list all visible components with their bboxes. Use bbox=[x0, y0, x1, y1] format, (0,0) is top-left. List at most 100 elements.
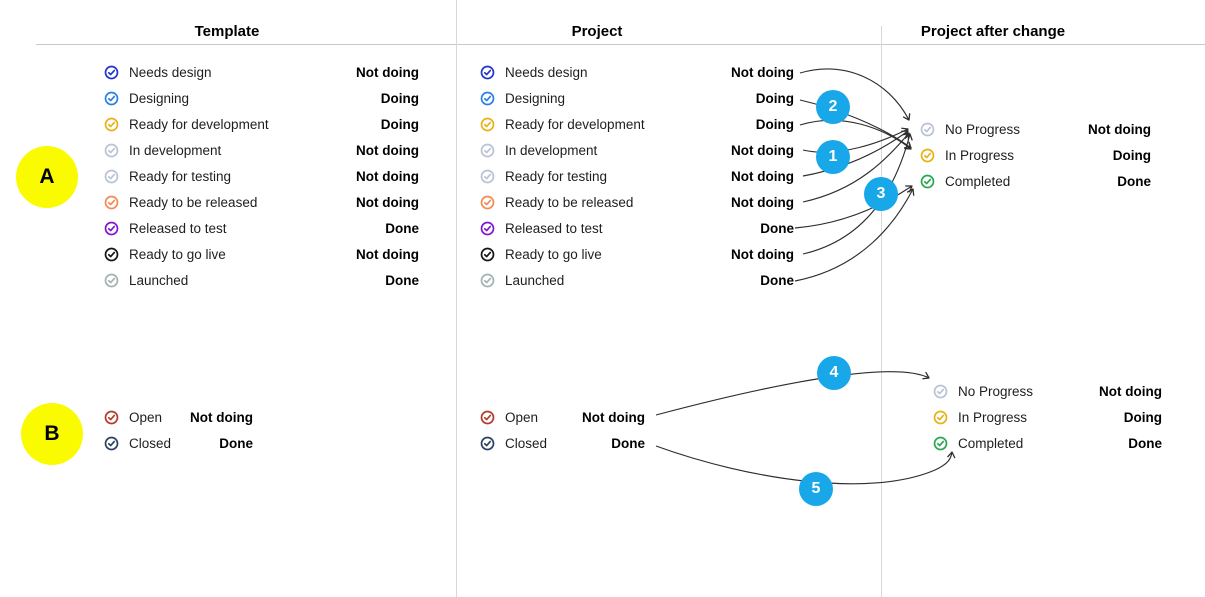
status-category: Doing bbox=[380, 116, 419, 132]
status-row: Ready for development Doing bbox=[480, 111, 794, 137]
status-category: Done bbox=[1128, 435, 1162, 451]
status-category: Not doing bbox=[582, 409, 645, 425]
status-category: Done bbox=[1117, 173, 1151, 189]
status-label: Ready for testing bbox=[129, 168, 232, 184]
status-check-icon bbox=[104, 221, 119, 235]
column-header-project-after-change: Project after change bbox=[920, 23, 1066, 40]
status-check-icon bbox=[480, 410, 495, 424]
status-category: Done bbox=[219, 435, 253, 451]
status-category: Not doing bbox=[1099, 383, 1162, 399]
status-row: Needs design Not doing bbox=[104, 59, 419, 85]
mapping-arrow bbox=[799, 119, 912, 150]
status-label: Completed bbox=[958, 435, 1024, 451]
status-row: Ready to go live Not doing bbox=[104, 241, 419, 267]
status-category: Doing bbox=[380, 90, 419, 106]
status-label: Closed bbox=[129, 435, 172, 451]
status-check-icon bbox=[480, 143, 495, 157]
status-check-icon bbox=[480, 273, 495, 287]
status-label: Ready for development bbox=[129, 116, 269, 132]
status-label: Needs design bbox=[129, 64, 212, 80]
status-label: In development bbox=[129, 142, 222, 158]
status-category: Done bbox=[760, 272, 794, 288]
status-label: Needs design bbox=[505, 64, 588, 80]
status-check-icon bbox=[104, 436, 119, 450]
status-label: Open bbox=[505, 409, 539, 425]
mapping-arrow bbox=[655, 371, 930, 416]
status-row: In development Not doing bbox=[104, 137, 419, 163]
section-marker-b: B bbox=[21, 403, 83, 465]
status-row: Open Not doing bbox=[480, 404, 645, 430]
status-label: Ready to go live bbox=[505, 246, 602, 262]
column-divider bbox=[456, 0, 457, 597]
status-check-icon bbox=[104, 143, 119, 157]
status-category: Not doing bbox=[356, 168, 419, 184]
status-row: Launched Done bbox=[480, 267, 794, 293]
status-category: Doing bbox=[755, 90, 794, 106]
status-check-icon bbox=[104, 169, 119, 183]
section-marker-label: B bbox=[44, 422, 60, 445]
status-category: Done bbox=[611, 435, 645, 451]
status-label: Launched bbox=[505, 272, 565, 288]
column-header-project: Project bbox=[571, 23, 623, 40]
status-check-icon bbox=[920, 122, 935, 136]
status-row: Ready to be released Not doing bbox=[104, 189, 419, 215]
header-underline bbox=[36, 44, 1205, 45]
status-row: Closed Done bbox=[104, 430, 253, 456]
status-label: Ready for development bbox=[505, 116, 645, 132]
status-label: Designing bbox=[505, 90, 566, 106]
step-badge: 2 bbox=[816, 90, 850, 124]
status-label: Ready to go live bbox=[129, 246, 226, 262]
status-category: Not doing bbox=[731, 194, 794, 210]
status-row: No Progress Not doing bbox=[933, 378, 1162, 404]
step-badge-label: 1 bbox=[828, 148, 838, 165]
status-check-icon bbox=[480, 65, 495, 79]
step-badge: 5 bbox=[799, 472, 833, 506]
status-label: Released to test bbox=[129, 220, 227, 236]
status-label: Closed bbox=[505, 435, 548, 451]
status-label: Ready to be released bbox=[505, 194, 634, 210]
status-label: No Progress bbox=[958, 383, 1034, 399]
status-check-icon bbox=[480, 247, 495, 261]
status-row: In development Not doing bbox=[480, 137, 794, 163]
status-check-icon bbox=[104, 65, 119, 79]
status-category: Not doing bbox=[356, 142, 419, 158]
status-label: Ready to be released bbox=[129, 194, 258, 210]
status-check-icon bbox=[933, 410, 948, 424]
step-badge-label: 3 bbox=[876, 185, 886, 202]
status-row: Completed Done bbox=[933, 430, 1162, 456]
status-label: Released to test bbox=[505, 220, 603, 236]
status-row: Ready to be released Not doing bbox=[480, 189, 794, 215]
status-label: Open bbox=[129, 409, 163, 425]
status-label: In development bbox=[505, 142, 598, 158]
status-row: Ready for testing Not doing bbox=[104, 163, 419, 189]
status-category: Not doing bbox=[356, 64, 419, 80]
status-label: No Progress bbox=[945, 121, 1021, 137]
column-divider bbox=[881, 26, 882, 597]
status-category: Not doing bbox=[190, 409, 253, 425]
status-check-icon bbox=[104, 410, 119, 424]
step-badge-label: 4 bbox=[829, 364, 839, 381]
status-check-icon bbox=[933, 384, 948, 398]
status-check-icon bbox=[920, 148, 935, 162]
status-category: Not doing bbox=[356, 246, 419, 262]
status-check-icon bbox=[480, 195, 495, 209]
status-category: Not doing bbox=[731, 64, 794, 80]
status-category: Not doing bbox=[356, 194, 419, 210]
status-check-icon bbox=[104, 117, 119, 131]
status-label: In Progress bbox=[958, 409, 1028, 425]
status-check-icon bbox=[104, 91, 119, 105]
status-category: Not doing bbox=[731, 142, 794, 158]
status-check-icon bbox=[480, 221, 495, 235]
status-check-icon bbox=[480, 169, 495, 183]
status-category: Doing bbox=[755, 116, 794, 132]
status-check-icon bbox=[480, 117, 495, 131]
status-category: Not doing bbox=[731, 168, 794, 184]
step-badge: 3 bbox=[864, 177, 898, 211]
